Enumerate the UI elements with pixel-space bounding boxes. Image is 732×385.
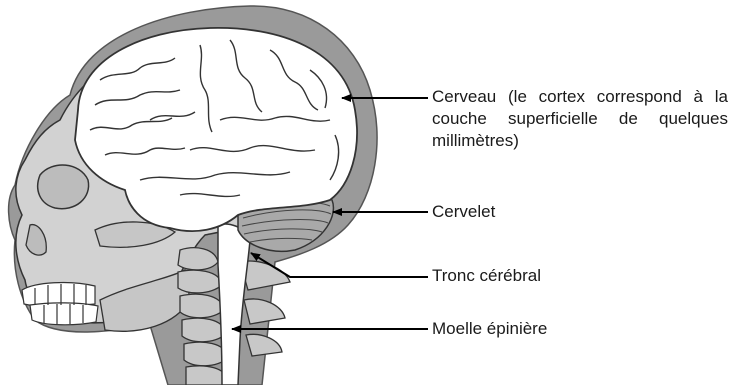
label-moelle-epiniere: Moelle épinière (432, 318, 547, 340)
label-tronc-cerebral: Tronc cérébral (432, 265, 541, 287)
label-cerveau: Cerveau (le cortex correspond à la couch… (432, 86, 728, 152)
eye-socket (38, 165, 89, 209)
teeth (22, 283, 98, 325)
label-cervelet: Cervelet (432, 201, 495, 223)
